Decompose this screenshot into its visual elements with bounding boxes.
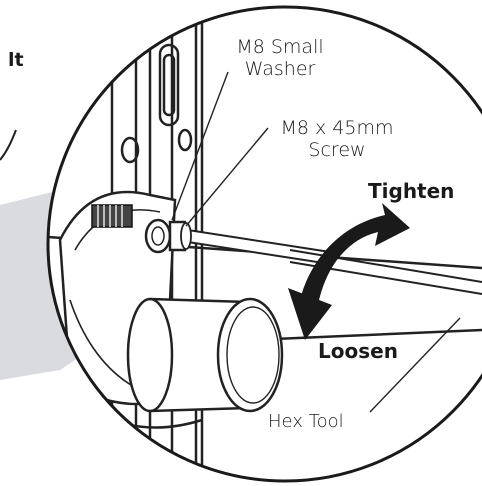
hex-tool-label: Hex Tool — [268, 411, 344, 432]
rotation-arrow-icon — [288, 203, 410, 340]
magnifier-circle-outline — [46, 5, 482, 483]
washer-label-line2: Washer — [244, 57, 316, 80]
threaded-bolt — [91, 204, 133, 228]
edge-curve — [0, 129, 17, 161]
screw-label: M8 x 45mm Screw — [262, 117, 412, 162]
screw-label-line2: Screw — [308, 138, 366, 161]
leader-hex-tool — [369, 317, 461, 413]
screw-label-line1: M8 x 45mm — [280, 117, 394, 139]
leader-washer — [171, 71, 229, 221]
leader-screw — [185, 127, 269, 227]
tighten-label: Tighten — [368, 179, 455, 203]
cylinder-knob — [126, 297, 284, 413]
washer-label: M8 Small Washer — [205, 36, 355, 81]
washer-and-screw-head — [144, 218, 192, 254]
washer-label-line1: M8 Small — [236, 36, 324, 58]
magnified-detail — [48, 7, 482, 481]
loosen-label: Loosen — [318, 339, 398, 363]
edge-text: lt — [8, 49, 24, 71]
